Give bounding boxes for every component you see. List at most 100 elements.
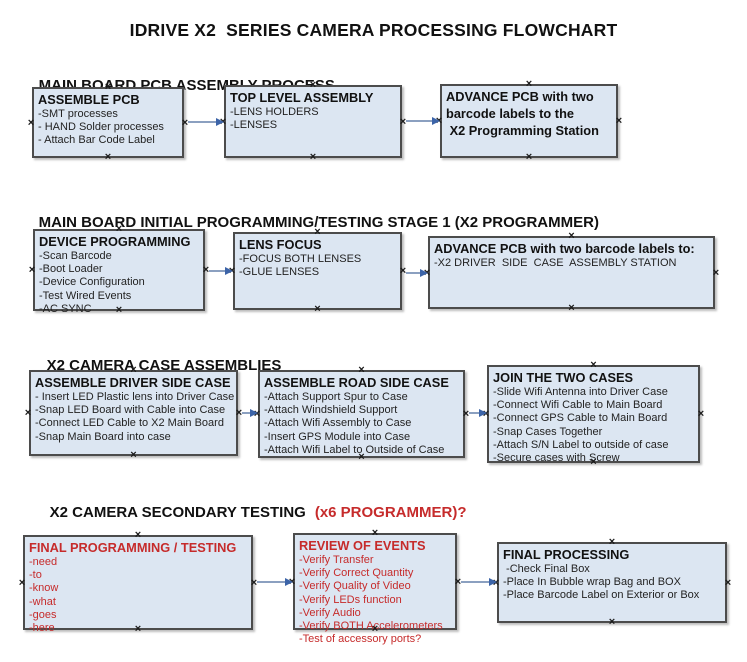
box-title: ADVANCE PCB with two barcode labels to t… — [446, 89, 599, 138]
flow-arrow — [406, 117, 440, 125]
flow-arrow — [406, 269, 428, 277]
box-lens-focus: LENS FOCUS-FOCUS BOTH LENSES-GLUE LENSES — [233, 232, 402, 310]
page-title: IDRIVE X2 SERIES CAMERA PROCESSING FLOWC… — [129, 20, 618, 40]
section-heading-initial-programming: MAIN BOARD INITIAL PROGRAMMING/TESTING S… — [22, 197, 599, 248]
section-heading-text: X2 CAMERA SECONDARY TESTING — [49, 504, 306, 521]
box-item: -Snap Cases Together — [493, 425, 603, 438]
box-item: -X2 DRIVER SIDE CASE ASSEMBLY STATION — [434, 257, 677, 269]
box-top-level-assembly: TOP LEVEL ASSEMBLY-LENS HOLDERS-LENSES — [224, 85, 402, 158]
box-item: -Verify LEDs function — [299, 593, 402, 606]
box-item: -Attach Wifi Label to Outside of Case — [264, 443, 445, 456]
box-item: -Attach Windshield Support — [264, 404, 398, 417]
box-join-the-two-cases: JOIN THE TWO CASES-Slide Wifi Antenna in… — [487, 365, 700, 465]
connection-point-mark — [697, 410, 705, 418]
box-item: -FOCUS BOTH LENSES — [239, 253, 362, 265]
box-title: REVIEW OF EVENTS — [299, 538, 426, 553]
connection-point-mark — [309, 153, 317, 161]
box-item: - Insert LED Plastic lens into Driver Ca… — [35, 391, 235, 403]
box-item: -Place In Bubble wrap Bag and BOX — [503, 576, 681, 589]
box-item: -Verify Correct Quantity — [299, 567, 414, 580]
connection-point-mark — [568, 304, 576, 312]
box-title: JOIN THE TWO CASES — [493, 370, 634, 385]
box-title: TOP LEVEL ASSEMBLY — [230, 90, 374, 105]
connection-point-mark — [27, 119, 35, 127]
box-title: FINAL PROCESSING — [503, 547, 630, 562]
box-item: -what — [29, 595, 56, 608]
box-item: - HAND Solder processes — [38, 121, 164, 134]
connection-point-mark — [608, 538, 616, 546]
connection-point-mark — [608, 618, 616, 626]
box-item: -know — [29, 582, 59, 595]
box-assemble-pcb: ASSEMBLE PCB-SMT processes- HAND Solder … — [32, 87, 184, 158]
box-item: -Check Final Box — [503, 563, 590, 575]
box-item: -Attach S/N Label to outside of case — [493, 438, 669, 451]
box-title: LENS FOCUS — [239, 237, 322, 252]
box-assemble-driver-side-case: ASSEMBLE DRIVER SIDE CASE- Insert LED Pl… — [29, 370, 238, 456]
box-item: -Snap LED Board with Cable into Case — [35, 404, 226, 417]
box-advance-pcb-to-programming-station: ADVANCE PCB with two barcode labels to t… — [440, 84, 618, 158]
connection-point-mark — [314, 305, 322, 313]
flow-arrow — [461, 578, 497, 586]
box-item: -Scan Barcode — [39, 250, 112, 262]
flow-arrow — [257, 578, 293, 586]
connection-point-mark — [18, 579, 26, 587]
box-item: -Slide Wifi Antenna into Driver Case — [493, 386, 668, 398]
box-title: ASSEMBLE ROAD SIDE CASE — [264, 375, 449, 390]
connection-point-mark — [724, 579, 732, 587]
box-item: -Insert GPS Module into Case — [264, 430, 411, 443]
connection-point-mark — [712, 269, 720, 277]
connection-point-mark — [615, 117, 623, 125]
box-title: ADVANCE PCB with two barcode labels to: — [434, 241, 695, 256]
box-title: FINAL PROGRAMMING / TESTING — [29, 540, 237, 555]
connection-point-mark — [130, 451, 138, 459]
box-item: -LENSES — [230, 119, 278, 132]
box-item: -Secure cases with Screw — [493, 452, 620, 465]
box-item: -Verify Audio — [299, 606, 361, 619]
connection-point-mark — [525, 153, 533, 161]
box-item: - Attach Bar Code Label — [38, 134, 155, 147]
box-item: -LENS HOLDERS — [230, 106, 319, 118]
box-item: -Verify Quality of Video — [299, 580, 411, 593]
box-item: -need — [29, 556, 58, 568]
flow-arrow — [242, 409, 258, 417]
box-item: -Test of accessory ports? — [299, 633, 422, 646]
box-item: -Connect LED Cable to X2 Main Board — [35, 417, 224, 430]
box-item: -to — [29, 569, 42, 582]
section-heading-red-suffix: (x6 PROGRAMMER)? — [314, 504, 467, 521]
box-item: -Verify BOTH Accelerometers — [299, 620, 443, 633]
box-final-processing: FINAL PROCESSING -Check Final Box-Place … — [497, 542, 727, 623]
connection-point-mark — [590, 361, 598, 369]
box-item: -AC SYNC — [39, 302, 92, 315]
box-title: DEVICE PROGRAMMING — [39, 234, 191, 249]
box-item: -Boot Loader — [39, 263, 103, 276]
box-item: -goes — [29, 608, 57, 621]
box-final-programming-testing: FINAL PROGRAMMING / TESTING-need-to-know… — [23, 535, 253, 634]
connection-point-mark — [28, 266, 36, 274]
box-advance-pcb-to-case-assembly: ADVANCE PCB with two barcode labels to:-… — [428, 236, 715, 309]
box-item: -here — [29, 622, 55, 635]
flow-arrow — [469, 409, 487, 417]
box-item: -Connect GPS Cable to Main Board — [493, 412, 668, 425]
section-heading-text: MAIN BOARD INITIAL PROGRAMMING/TESTING S… — [38, 214, 599, 231]
box-item: -Snap Main Board into case — [35, 430, 171, 443]
box-review-of-events: REVIEW OF EVENTS-Verify Transfer-Verify … — [293, 533, 457, 645]
section-heading-text: X2 CAMERA CASE ASSEMBLIES — [46, 357, 282, 374]
box-item: -SMT processes — [38, 108, 118, 120]
box-item: -GLUE LENSES — [239, 266, 320, 279]
box-item: -Test Wired Events — [39, 289, 132, 302]
connection-point-mark — [24, 409, 32, 417]
flow-arrow — [188, 118, 224, 126]
box-item: -Attach Wifi Assembly to Case — [264, 417, 412, 430]
box-item: -Place Barcode Label on Exterior or Box — [503, 589, 700, 602]
box-title: ASSEMBLE PCB — [38, 92, 140, 107]
flow-arrow — [209, 267, 233, 275]
box-item: -Attach Support Spur to Case — [264, 391, 408, 403]
box-assemble-road-side-case: ASSEMBLE ROAD SIDE CASE-Attach Support S… — [258, 370, 465, 458]
connection-point-mark — [358, 366, 366, 374]
box-title: ASSEMBLE DRIVER SIDE CASE — [35, 375, 231, 390]
box-item: -Device Configuration — [39, 276, 145, 289]
section-heading-secondary-testing: X2 CAMERA SECONDARY TESTING (x6 PROGRAMME… — [33, 487, 467, 538]
box-item: -Verify Transfer — [299, 554, 374, 566]
box-item: -Connect Wifi Cable to Main Board — [493, 399, 663, 412]
